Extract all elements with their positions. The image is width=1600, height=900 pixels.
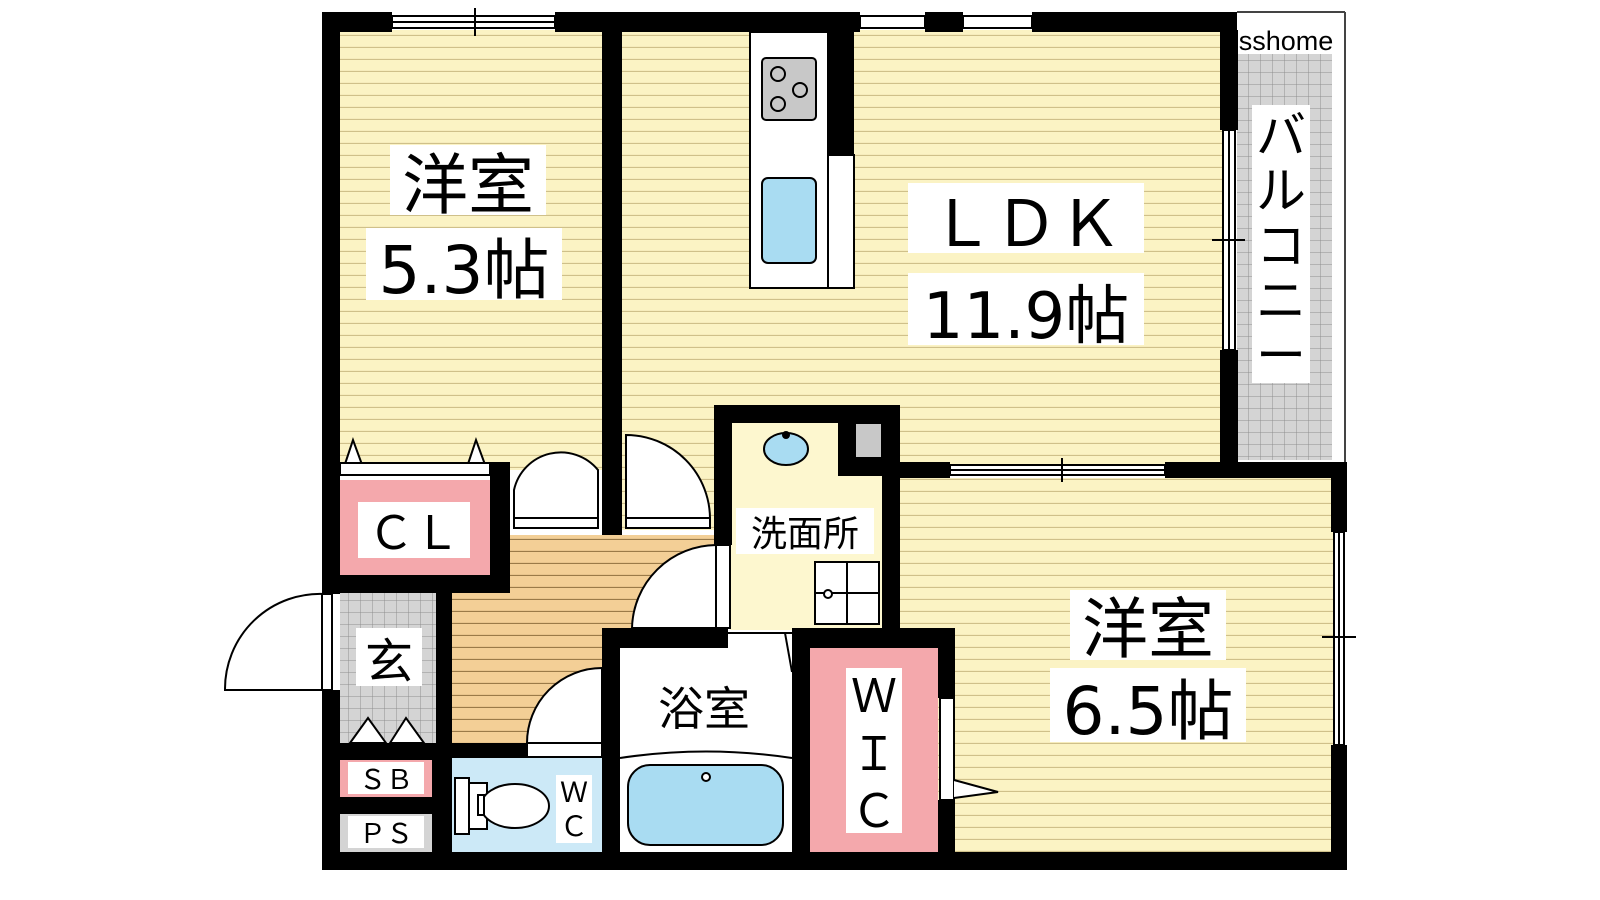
bathroom-label: 浴室	[658, 682, 750, 736]
western-room-1-name: 洋室	[402, 147, 534, 224]
wic-char-3: Ｃ	[851, 784, 897, 838]
balcony-char-5: ー	[1256, 327, 1306, 385]
watermark-label: sshome	[1239, 26, 1334, 56]
western-room-2-size: 6.5帖	[1063, 673, 1234, 750]
balcony-char-3: コ	[1256, 217, 1306, 275]
balcony-label: バ ル コ ニ ー	[1256, 107, 1306, 385]
washroom-label: 洗面所	[751, 514, 859, 555]
windows	[391, 8, 1356, 746]
pipe-space-label: ＰＳ	[359, 819, 413, 850]
toilet-icon	[454, 777, 470, 835]
kitchen-sink-icon	[761, 177, 817, 264]
shoe-box-label: ＳＢ	[359, 765, 413, 796]
hallway-floor-left	[500, 535, 560, 545]
walls	[322, 12, 1347, 870]
toilet-char-2: Ｃ	[560, 810, 588, 843]
closet-label: ＣＬ	[368, 506, 460, 560]
fixtures	[454, 422, 883, 846]
doors	[223, 433, 999, 801]
bathtub-icon	[627, 764, 784, 846]
toilet-char-1: Ｗ	[560, 776, 588, 809]
stove-icon	[761, 57, 817, 121]
wic-char-1: Ｗ	[851, 669, 897, 723]
balcony-char-1: バ	[1256, 107, 1306, 165]
ldk-size: 11.9帖	[923, 280, 1130, 354]
balcony-char-4: ニ	[1256, 272, 1306, 330]
entrance-label: 玄	[365, 634, 413, 690]
wic-char-2: Ｉ	[851, 727, 897, 781]
balcony-outline	[1237, 11, 1346, 462]
balcony-char-2: ル	[1256, 162, 1306, 220]
ldk-floor-right	[900, 405, 1222, 465]
western-room-2-name: 洋室	[1082, 591, 1214, 668]
western-room-1-size: 5.3帖	[379, 232, 550, 309]
kitchen-counter	[749, 31, 855, 289]
ldk-name: ＬＤＫ	[930, 188, 1122, 262]
